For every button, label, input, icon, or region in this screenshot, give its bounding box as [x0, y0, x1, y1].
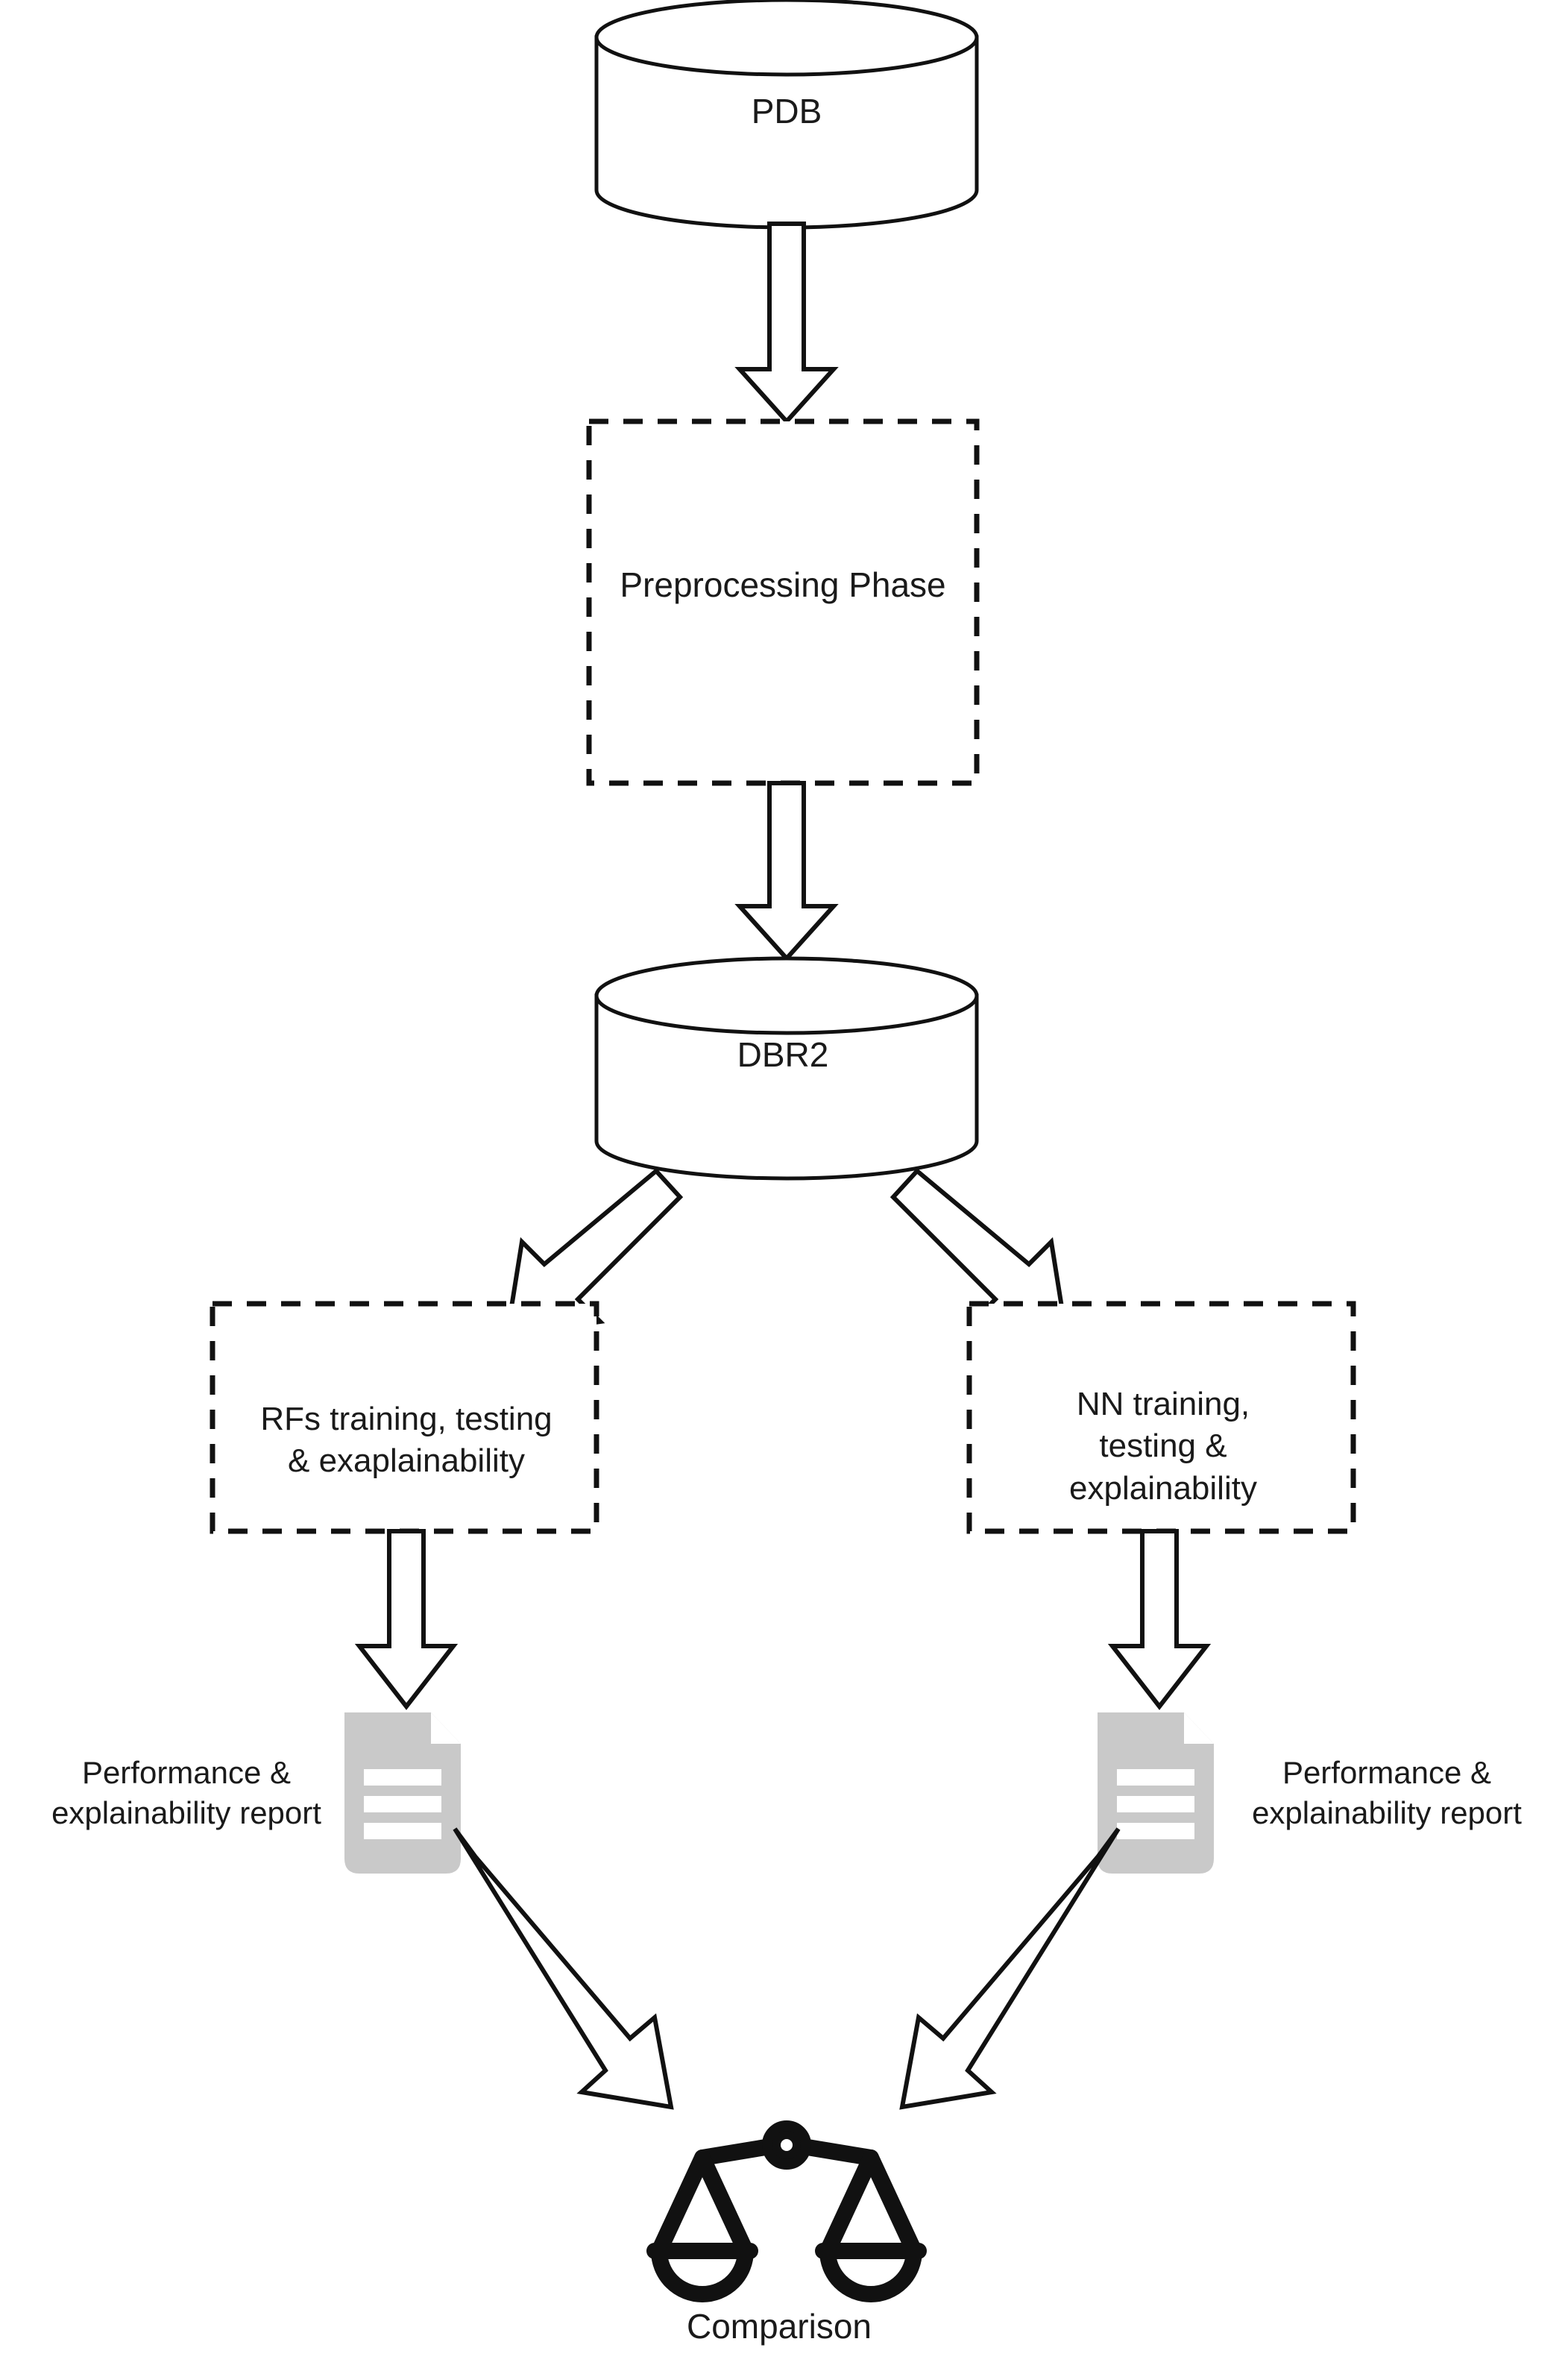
arrow-report-left-to-comparison — [453, 1827, 674, 2110]
node-label-dbr2: DBR2 — [737, 1035, 829, 1074]
node-label-comparison: Comparison — [687, 2307, 872, 2346]
node-label-report-left: Performance & explainability report — [51, 1755, 321, 1830]
node-preprocessing-box[interactable] — [586, 418, 980, 786]
node-pdb-cylinder[interactable] — [594, 0, 979, 230]
balance-scale-icon[interactable] — [646, 2120, 927, 2302]
arrow-nn-to-report-right — [1107, 1529, 1212, 1710]
node-label-pdb: PDB — [751, 92, 822, 131]
arrow-rf-to-report-left — [354, 1529, 459, 1710]
node-dbr2-cylinder[interactable] — [594, 956, 979, 1181]
node-label-report-right: Performance & explainability report — [1252, 1755, 1522, 1830]
document-icon-right[interactable] — [1098, 1712, 1214, 1874]
node-label-preprocessing: Preprocessing Phase — [620, 565, 946, 604]
node-rf-branch-box[interactable] — [210, 1301, 599, 1534]
node-nn-branch-box[interactable] — [966, 1301, 1356, 1534]
node-label-nn-branch: NN training, testing & explainability — [1069, 1386, 1257, 1507]
arrow-report-right-to-comparison — [899, 1827, 1121, 2110]
arrow-pdb-to-preprocessing — [734, 222, 839, 425]
document-icon-left[interactable] — [344, 1712, 461, 1874]
node-label-rf-branch: RFs training, testing & exaplainability — [260, 1401, 552, 1480]
arrow-preprocessing-to-dbr2 — [734, 781, 839, 962]
